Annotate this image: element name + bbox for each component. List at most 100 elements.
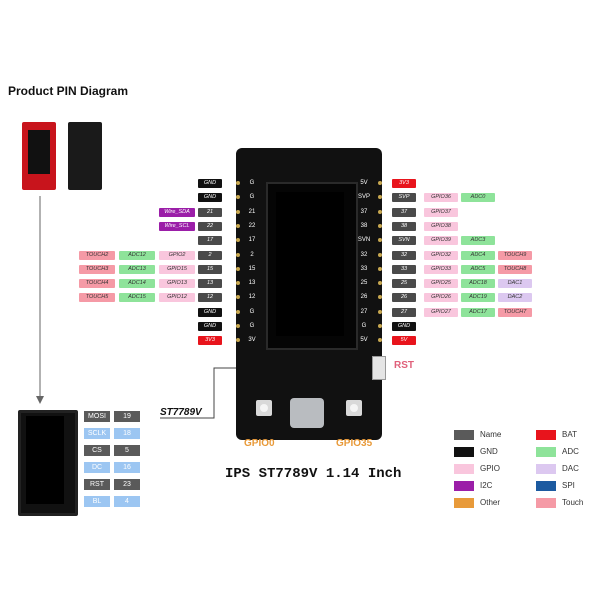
right-pin-function: DAC2 <box>498 293 532 303</box>
left-pin-pad <box>236 195 240 200</box>
left-pin-name: 2 <box>198 250 222 260</box>
right-pin-number: 25 <box>360 280 368 287</box>
left-pin-function: ADC13 <box>119 264 155 274</box>
legend-label: BAT <box>562 430 577 439</box>
lcd-pin-gpio: 18 <box>114 428 140 439</box>
left-pin-function: TOUCH5 <box>79 293 115 303</box>
legend-swatch <box>454 447 474 457</box>
left-pin-pad <box>236 238 240 243</box>
left-pin-pad <box>236 281 240 286</box>
driver-label: ST7789V <box>160 407 202 418</box>
left-pin-pad <box>236 252 240 257</box>
left-pin-pad <box>236 338 240 343</box>
lcd-pin-name: MOSI <box>84 411 110 422</box>
left-pin-pad <box>236 181 240 185</box>
right-pin-number: 37 <box>360 208 368 215</box>
right-pin-name: 27 <box>392 307 416 317</box>
right-pin-name: SVP <box>392 193 416 203</box>
right-pin-function: ADC0 <box>461 193 495 203</box>
right-pin-function: GPIO38 <box>424 221 458 231</box>
legend-swatch <box>454 481 474 491</box>
legend-swatch <box>454 498 474 508</box>
left-pin-pad <box>236 266 240 271</box>
right-pin-name: 32 <box>392 250 416 260</box>
lcd-pin-name: SCLK <box>84 428 110 439</box>
right-pin-function: TOUCH8 <box>498 264 532 274</box>
left-pin-function: GPIO15 <box>159 264 195 274</box>
right-pin-function: GPIO25 <box>424 279 458 289</box>
right-pin-number: SVN <box>357 237 371 244</box>
right-pin-pad <box>378 252 382 257</box>
lcd-pin-name: DC <box>84 462 110 473</box>
right-pin-pad <box>378 266 382 271</box>
left-pin-function: Wire_SCL <box>159 221 195 231</box>
left-pin-function: GPIO13 <box>159 279 195 289</box>
left-pin-pad <box>236 324 240 328</box>
left-pin-number: G <box>249 308 255 315</box>
legend-label: ADC <box>562 447 579 456</box>
right-pin-number: G <box>361 323 367 329</box>
right-pin-function: ADC5 <box>461 264 495 274</box>
gpio35-button[interactable] <box>346 400 362 416</box>
right-pin-pad <box>378 295 382 300</box>
right-pin-name: SVN <box>392 236 416 246</box>
right-pin-pad <box>378 281 382 286</box>
right-pin-pad <box>378 209 382 214</box>
left-pin-number: 2 <box>250 251 254 258</box>
right-pin-name: 25 <box>392 279 416 289</box>
right-pin-function: GPIO36 <box>424 193 458 203</box>
right-pin-function: TOUCH7 <box>498 307 532 317</box>
right-pin-function: ADC4 <box>461 250 495 260</box>
rst-button[interactable] <box>372 356 386 380</box>
left-pin-function: ADC12 <box>119 250 155 260</box>
left-pin-name: 15 <box>198 264 222 274</box>
left-pin-function: Wire_SDA <box>159 207 195 217</box>
legend-label: DAC <box>562 464 579 473</box>
left-pin-name: GND <box>198 322 222 331</box>
right-pin-number: 27 <box>360 308 368 315</box>
legend-swatch <box>536 464 556 474</box>
right-pin-name: 3V3 <box>392 179 416 188</box>
gpio35-label: GPIO35 <box>336 438 373 449</box>
right-pin-function: GPIO37 <box>424 207 458 217</box>
legend-label: Name <box>480 430 502 439</box>
left-pin-pad <box>236 295 240 300</box>
left-pin-name: GND <box>198 307 222 317</box>
left-pin-function: TOUCH4 <box>79 279 115 289</box>
right-pin-function: ADC3 <box>461 236 495 246</box>
left-pin-name: 13 <box>198 279 222 289</box>
left-pin-name: GND <box>198 193 222 203</box>
lcd-pin-gpio: 16 <box>114 462 140 473</box>
lcd-pin-name: CS <box>84 445 110 456</box>
legend-swatch <box>536 481 556 491</box>
right-pin-number: 5V <box>360 337 368 344</box>
right-pin-name: 38 <box>392 221 416 231</box>
right-pin-pad <box>378 324 382 328</box>
page-title: Product PIN Diagram <box>8 84 129 98</box>
left-pin-name: 12 <box>198 293 222 303</box>
gpio0-button[interactable] <box>256 400 272 416</box>
left-pin-name: 21 <box>198 207 222 217</box>
lcd-module-screen <box>26 416 64 504</box>
product-thumbnail-back <box>68 122 102 190</box>
left-pin-pad <box>236 309 240 314</box>
left-pin-name: GND <box>198 179 222 188</box>
left-pin-function: GPIO2 <box>159 250 195 260</box>
legend-label: I2C <box>480 481 493 490</box>
right-pin-function: ADC18 <box>461 279 495 289</box>
legend-swatch <box>536 430 556 440</box>
lcd-pin-name: BL <box>84 496 110 507</box>
left-pin-name: 3V3 <box>198 336 222 346</box>
legend-swatch <box>454 430 474 440</box>
right-pin-number: 5V <box>360 180 368 186</box>
left-pin-function: TOUCH2 <box>79 250 115 260</box>
legend-label: Other <box>480 498 501 507</box>
right-pin-function: GPIO32 <box>424 250 458 260</box>
lcd-pin-gpio: 4 <box>114 496 140 507</box>
lcd-screen <box>276 192 344 336</box>
right-pin-pad <box>378 195 382 200</box>
legend-label: GND <box>480 447 498 456</box>
left-pin-number: G <box>249 323 255 329</box>
left-pin-number: 17 <box>248 237 256 244</box>
right-pin-function: TOUCH9 <box>498 250 532 260</box>
